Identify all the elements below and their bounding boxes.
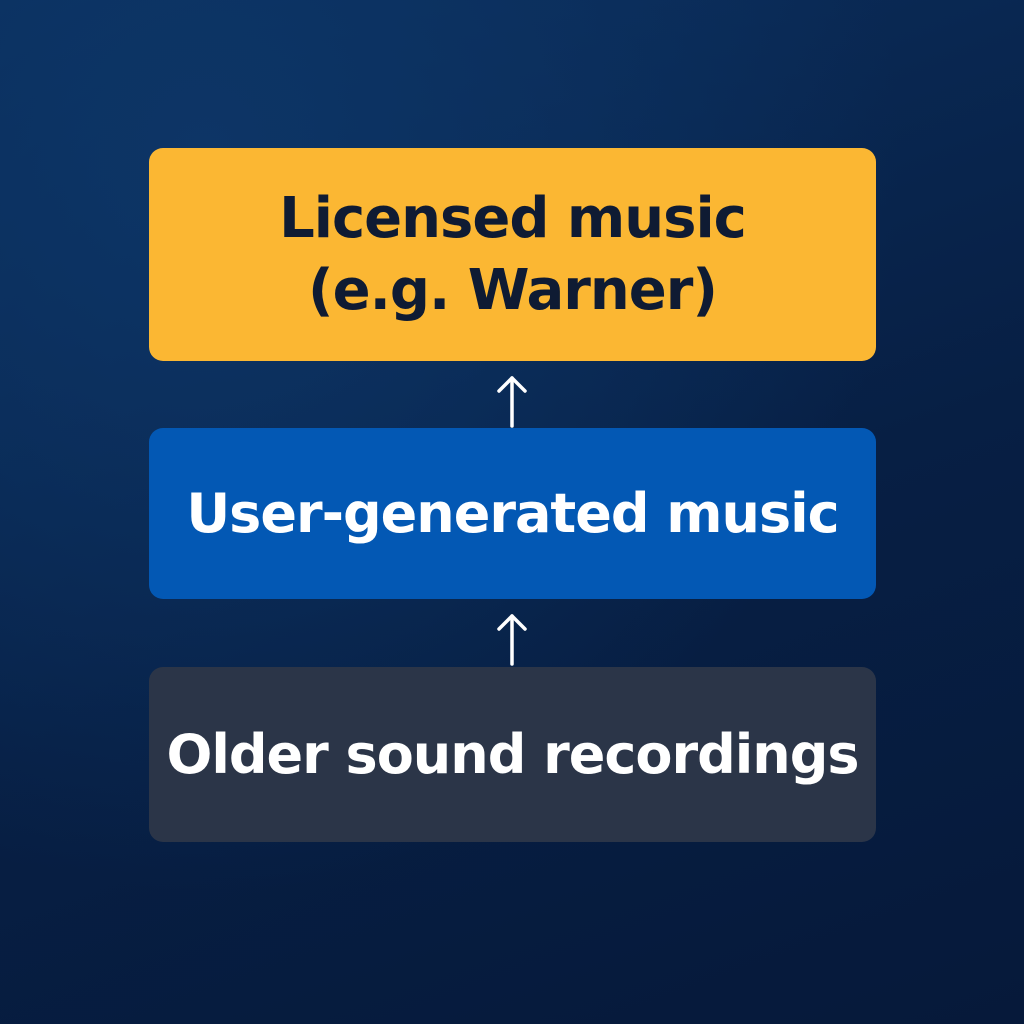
arrow-up-icon xyxy=(497,614,527,666)
older-sound-recordings-box: Older sound recordings xyxy=(149,667,876,842)
arrow-up-icon xyxy=(497,376,527,428)
user-generated-music-box: User-generated music xyxy=(149,428,876,599)
licensed-music-box: Licensed music (e.g. Warner) xyxy=(149,148,876,361)
